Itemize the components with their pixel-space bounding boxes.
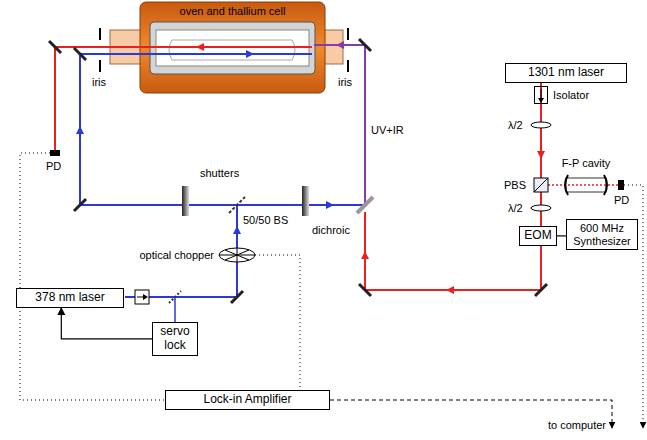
mirror [49, 39, 547, 303]
isolator-symbol [135, 290, 149, 304]
beam-arrow [336, 41, 344, 49]
beam-arrow [76, 126, 84, 134]
shutter [302, 186, 309, 216]
part-label: PD [46, 160, 61, 172]
pickoff-beam [174, 297, 176, 322]
reference-signal [255, 255, 300, 390]
uv-beam [125, 205, 237, 297]
node-text: 600 MHz Synthesizer [571, 222, 633, 247]
ir-beam [55, 47, 312, 150]
ir-beam [365, 83, 541, 290]
uv-beam [237, 204, 365, 206]
shutter [182, 186, 189, 216]
beam-arrow [361, 251, 369, 259]
node-text: EOM [524, 229, 551, 243]
beam-arrow [537, 151, 545, 159]
node-text: servo lock [159, 325, 191, 353]
isolator-arrow [538, 98, 544, 103]
laser-box: 1301 nm laser [505, 63, 627, 83]
node-text: Lock-in Amplifier [172, 393, 323, 407]
beam-arrow [233, 226, 241, 234]
part-label: λ/2 [508, 202, 523, 214]
pbs-cube [534, 178, 548, 192]
fabry-perot-cavity [565, 175, 607, 195]
part-label: λ/2 [508, 119, 523, 131]
servo-box: servo lock [152, 322, 198, 356]
part-label: PBS [504, 179, 526, 191]
connector [61, 308, 152, 339]
part-label: iris [338, 76, 352, 88]
modulator-box: EOM [519, 226, 556, 246]
node-text: Isolator [553, 89, 589, 101]
node-text: oven and thallium cell [140, 5, 325, 17]
node-text: 378 nm laser [35, 291, 104, 305]
signal-line [20, 153, 165, 400]
part-label: to computer [548, 419, 606, 431]
connector [557, 235, 566, 236]
node-text: 1301 nm laser [528, 66, 604, 80]
waveplate [531, 205, 551, 211]
oven-region: oven and thallium cell [140, 2, 325, 93]
isolator-arrow [143, 294, 148, 300]
part-label: UV+IR [371, 124, 404, 136]
beam-arrow [246, 50, 254, 58]
thallium-cell [169, 40, 295, 60]
node-text: F-P cavity [556, 157, 616, 169]
photodiode [618, 180, 624, 190]
optical-chopper [219, 248, 255, 262]
pickoff-splitter [169, 291, 181, 303]
part-label: shutters [200, 167, 239, 179]
beam-arrow [196, 43, 204, 51]
uv-ir-beam [314, 45, 365, 205]
laser-box: 378 nm laser [16, 288, 123, 308]
part-label: 50/50 BS [243, 214, 288, 226]
part-label: optical chopper [139, 249, 214, 261]
part-label: iris [92, 76, 106, 88]
isolator-box: Isolator [534, 86, 589, 104]
beam-splitter [229, 197, 245, 213]
part-label: dichroic [312, 224, 350, 236]
beam-arrow [446, 286, 454, 294]
iris-symbol [100, 28, 348, 72]
isolator-symbol [534, 86, 548, 104]
lockin-box: Lock-in Amplifier [165, 390, 330, 410]
waveplate [531, 122, 551, 128]
uv-beam [80, 54, 312, 205]
pbs-cube [534, 178, 548, 192]
beam-arrow [326, 201, 334, 209]
part-label: PD [614, 194, 629, 206]
isolator-arrow [541, 89, 542, 99]
dichroic-mirror [357, 197, 373, 213]
cavity-box: F-P cavity [556, 157, 616, 199]
photodiode [50, 150, 60, 156]
synthesizer-box: 600 MHz Synthesizer [566, 219, 638, 250]
